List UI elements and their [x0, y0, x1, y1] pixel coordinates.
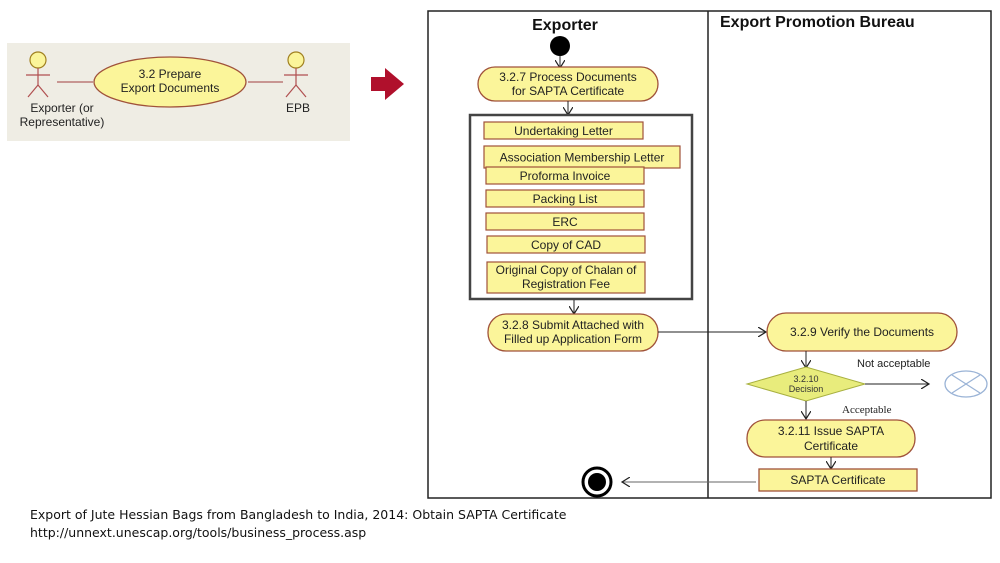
document-label: Original Copy of Chalan of: [496, 263, 637, 277]
action-issue-label-2: Certificate: [804, 439, 858, 453]
document-label: Proforma Invoice: [520, 169, 611, 183]
guard-not-acceptable: Not acceptable: [857, 358, 930, 370]
object-sapta-certificate-label: SAPTA Certificate: [790, 473, 885, 487]
initial-node-icon: [550, 36, 570, 56]
flow-final-icon: [944, 370, 988, 398]
caption-title: Export of Jute Hessian Bags from Banglad…: [30, 507, 567, 522]
action-submit-label-2: Filled up Application Form: [504, 332, 642, 346]
activity-final-icon: [581, 466, 613, 498]
actor-exporter-label-1: Exporter (or: [30, 101, 93, 115]
document-label: Undertaking Letter: [514, 124, 613, 138]
use-case-label-1: 3.2 Prepare: [139, 67, 202, 81]
document-box[interactable]: [486, 261, 646, 294]
decision-label-2: Decision: [789, 384, 824, 394]
action-issue-label-1: 3.2.11 Issue SAPTA: [778, 424, 884, 438]
document-box[interactable]: [485, 166, 645, 185]
document-label: Registration Fee: [522, 277, 610, 291]
guard-acceptable: Acceptable: [842, 404, 892, 416]
document-box[interactable]: [485, 212, 645, 231]
caption: Export of Jute Hessian Bags from Banglad…: [30, 506, 566, 542]
action-verify-label: 3.2.9 Verify the Documents: [790, 325, 934, 339]
actor-epb-icon: [284, 51, 308, 98]
object-sapta-certificate[interactable]: [758, 468, 918, 492]
actor-exporter-icon: [26, 51, 50, 98]
use-case-ellipse[interactable]: [93, 56, 247, 108]
action-verify[interactable]: [766, 312, 958, 352]
use-case-label-2: Export Documents: [121, 81, 220, 95]
document-label: ERC: [552, 215, 578, 229]
document-label: Packing List: [533, 192, 598, 206]
action-submit-label-1: 3.2.8 Submit Attached with: [502, 318, 644, 332]
document-box[interactable]: [483, 121, 644, 140]
document-box[interactable]: [486, 235, 646, 254]
document-label: Copy of CAD: [531, 238, 601, 252]
document-label: Association Membership Letter: [500, 151, 665, 165]
actor-epb-label: EPB: [286, 101, 310, 115]
decision-label-1: 3.2.10: [793, 374, 818, 384]
actor-exporter-label-2: Representative): [20, 115, 105, 129]
lane-title-epb: Export Promotion Bureau: [720, 14, 915, 31]
use-case-diagram: Exporter (or Representative) 3.2 Prepare…: [7, 43, 404, 141]
action-process-documents-label-1: 3.2.7 Process Documents: [499, 70, 636, 84]
swimlane-frame: [427, 10, 992, 499]
right-arrow-icon: [371, 68, 404, 100]
caption-source-url[interactable]: http://unnext.unescap.org/tools/business…: [30, 525, 367, 540]
action-process-documents-label-2: for SAPTA Certificate: [512, 84, 625, 98]
lane-title-exporter: Exporter: [532, 17, 598, 34]
document-box[interactable]: [485, 189, 645, 208]
